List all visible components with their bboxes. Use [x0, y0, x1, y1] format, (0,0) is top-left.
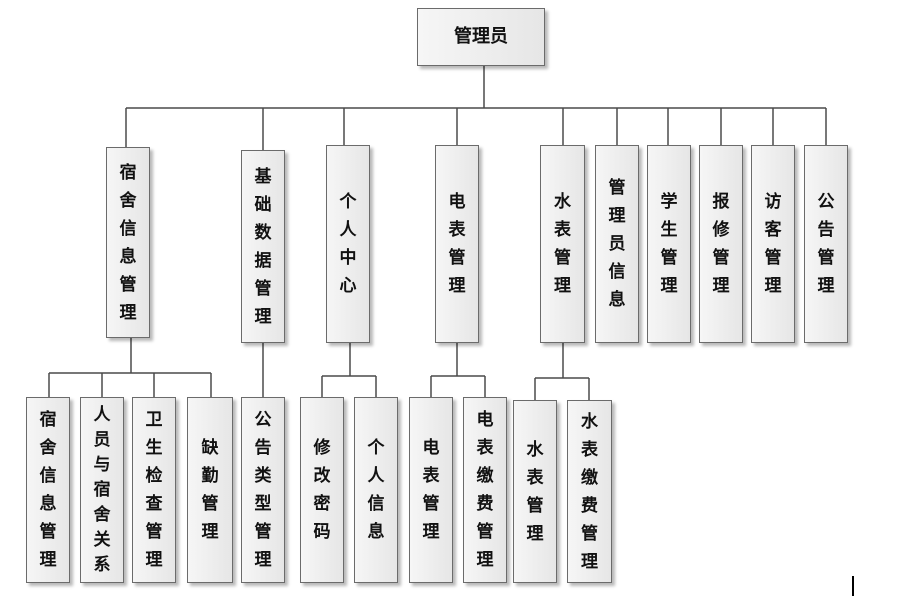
level1-node-personal-center: 个人中心	[326, 145, 370, 343]
level1-label: 公告管理	[817, 192, 835, 296]
level1-label: 水表管理	[554, 192, 571, 296]
level2-node-change-password: 修改密码	[300, 397, 344, 583]
level2-node-notice-type: 公告类型管理	[241, 397, 285, 583]
level2-node-personal-info: 个人信息	[354, 397, 398, 583]
text-cursor	[852, 576, 854, 596]
level1-label: 学生管理	[660, 192, 678, 296]
level1-node-notice: 公告管理	[804, 145, 848, 343]
level1-label: 管理员信息	[608, 178, 626, 310]
level2-label: 宿舍信息管理	[39, 410, 57, 570]
level1-node-dorm-info: 宿舍信息管理	[106, 147, 150, 338]
level1-node-visitor: 访客管理	[751, 145, 795, 343]
level1-node-electric-meter: 电表管理	[435, 145, 479, 343]
level2-node-absence: 缺勤管理	[187, 397, 233, 583]
level1-node-admin-info: 管理员信息	[595, 145, 639, 343]
level1-node-repair: 报修管理	[699, 145, 743, 343]
root-node: 管理员	[417, 8, 545, 66]
level2-node-person-dorm-relation: 人员与宿舍关系	[80, 397, 124, 583]
level2-node-electric-meter: 电表管理	[409, 397, 453, 583]
level1-label: 个人中心	[339, 192, 357, 296]
level1-node-base-data: 基础数据管理	[241, 150, 285, 343]
level2-label: 水表缴费管理	[581, 411, 598, 572]
level1-node-water-meter: 水表管理	[540, 145, 585, 343]
level2-node-dorm-info: 宿舍信息管理	[26, 397, 70, 583]
level1-label: 报修管理	[712, 192, 730, 296]
level1-label: 访客管理	[764, 192, 782, 296]
level2-label: 公告类型管理	[254, 410, 272, 570]
level2-label: 电表管理	[422, 438, 440, 542]
level2-node-hygiene-check: 卫生检查管理	[132, 397, 176, 583]
level2-node-electric-payment: 电表缴费管理	[463, 397, 507, 583]
level1-label: 宿舍信息管理	[119, 162, 137, 323]
level1-label: 电表管理	[448, 192, 466, 296]
level2-label: 水表管理	[526, 439, 544, 544]
root-label: 管理员	[454, 26, 508, 47]
level2-node-water-payment: 水表缴费管理	[567, 400, 612, 583]
level2-label: 人员与宿舍关系	[93, 404, 111, 575]
level2-node-water-meter: 水表管理	[513, 400, 557, 583]
level2-label: 修改密码	[313, 438, 331, 542]
level2-label: 卫生检查管理	[145, 410, 163, 570]
level2-label: 电表缴费管理	[476, 410, 494, 570]
level2-label: 个人信息	[367, 438, 385, 542]
level1-label: 基础数据管理	[254, 166, 272, 327]
level1-node-student: 学生管理	[647, 145, 691, 343]
level2-label: 缺勤管理	[201, 438, 219, 542]
